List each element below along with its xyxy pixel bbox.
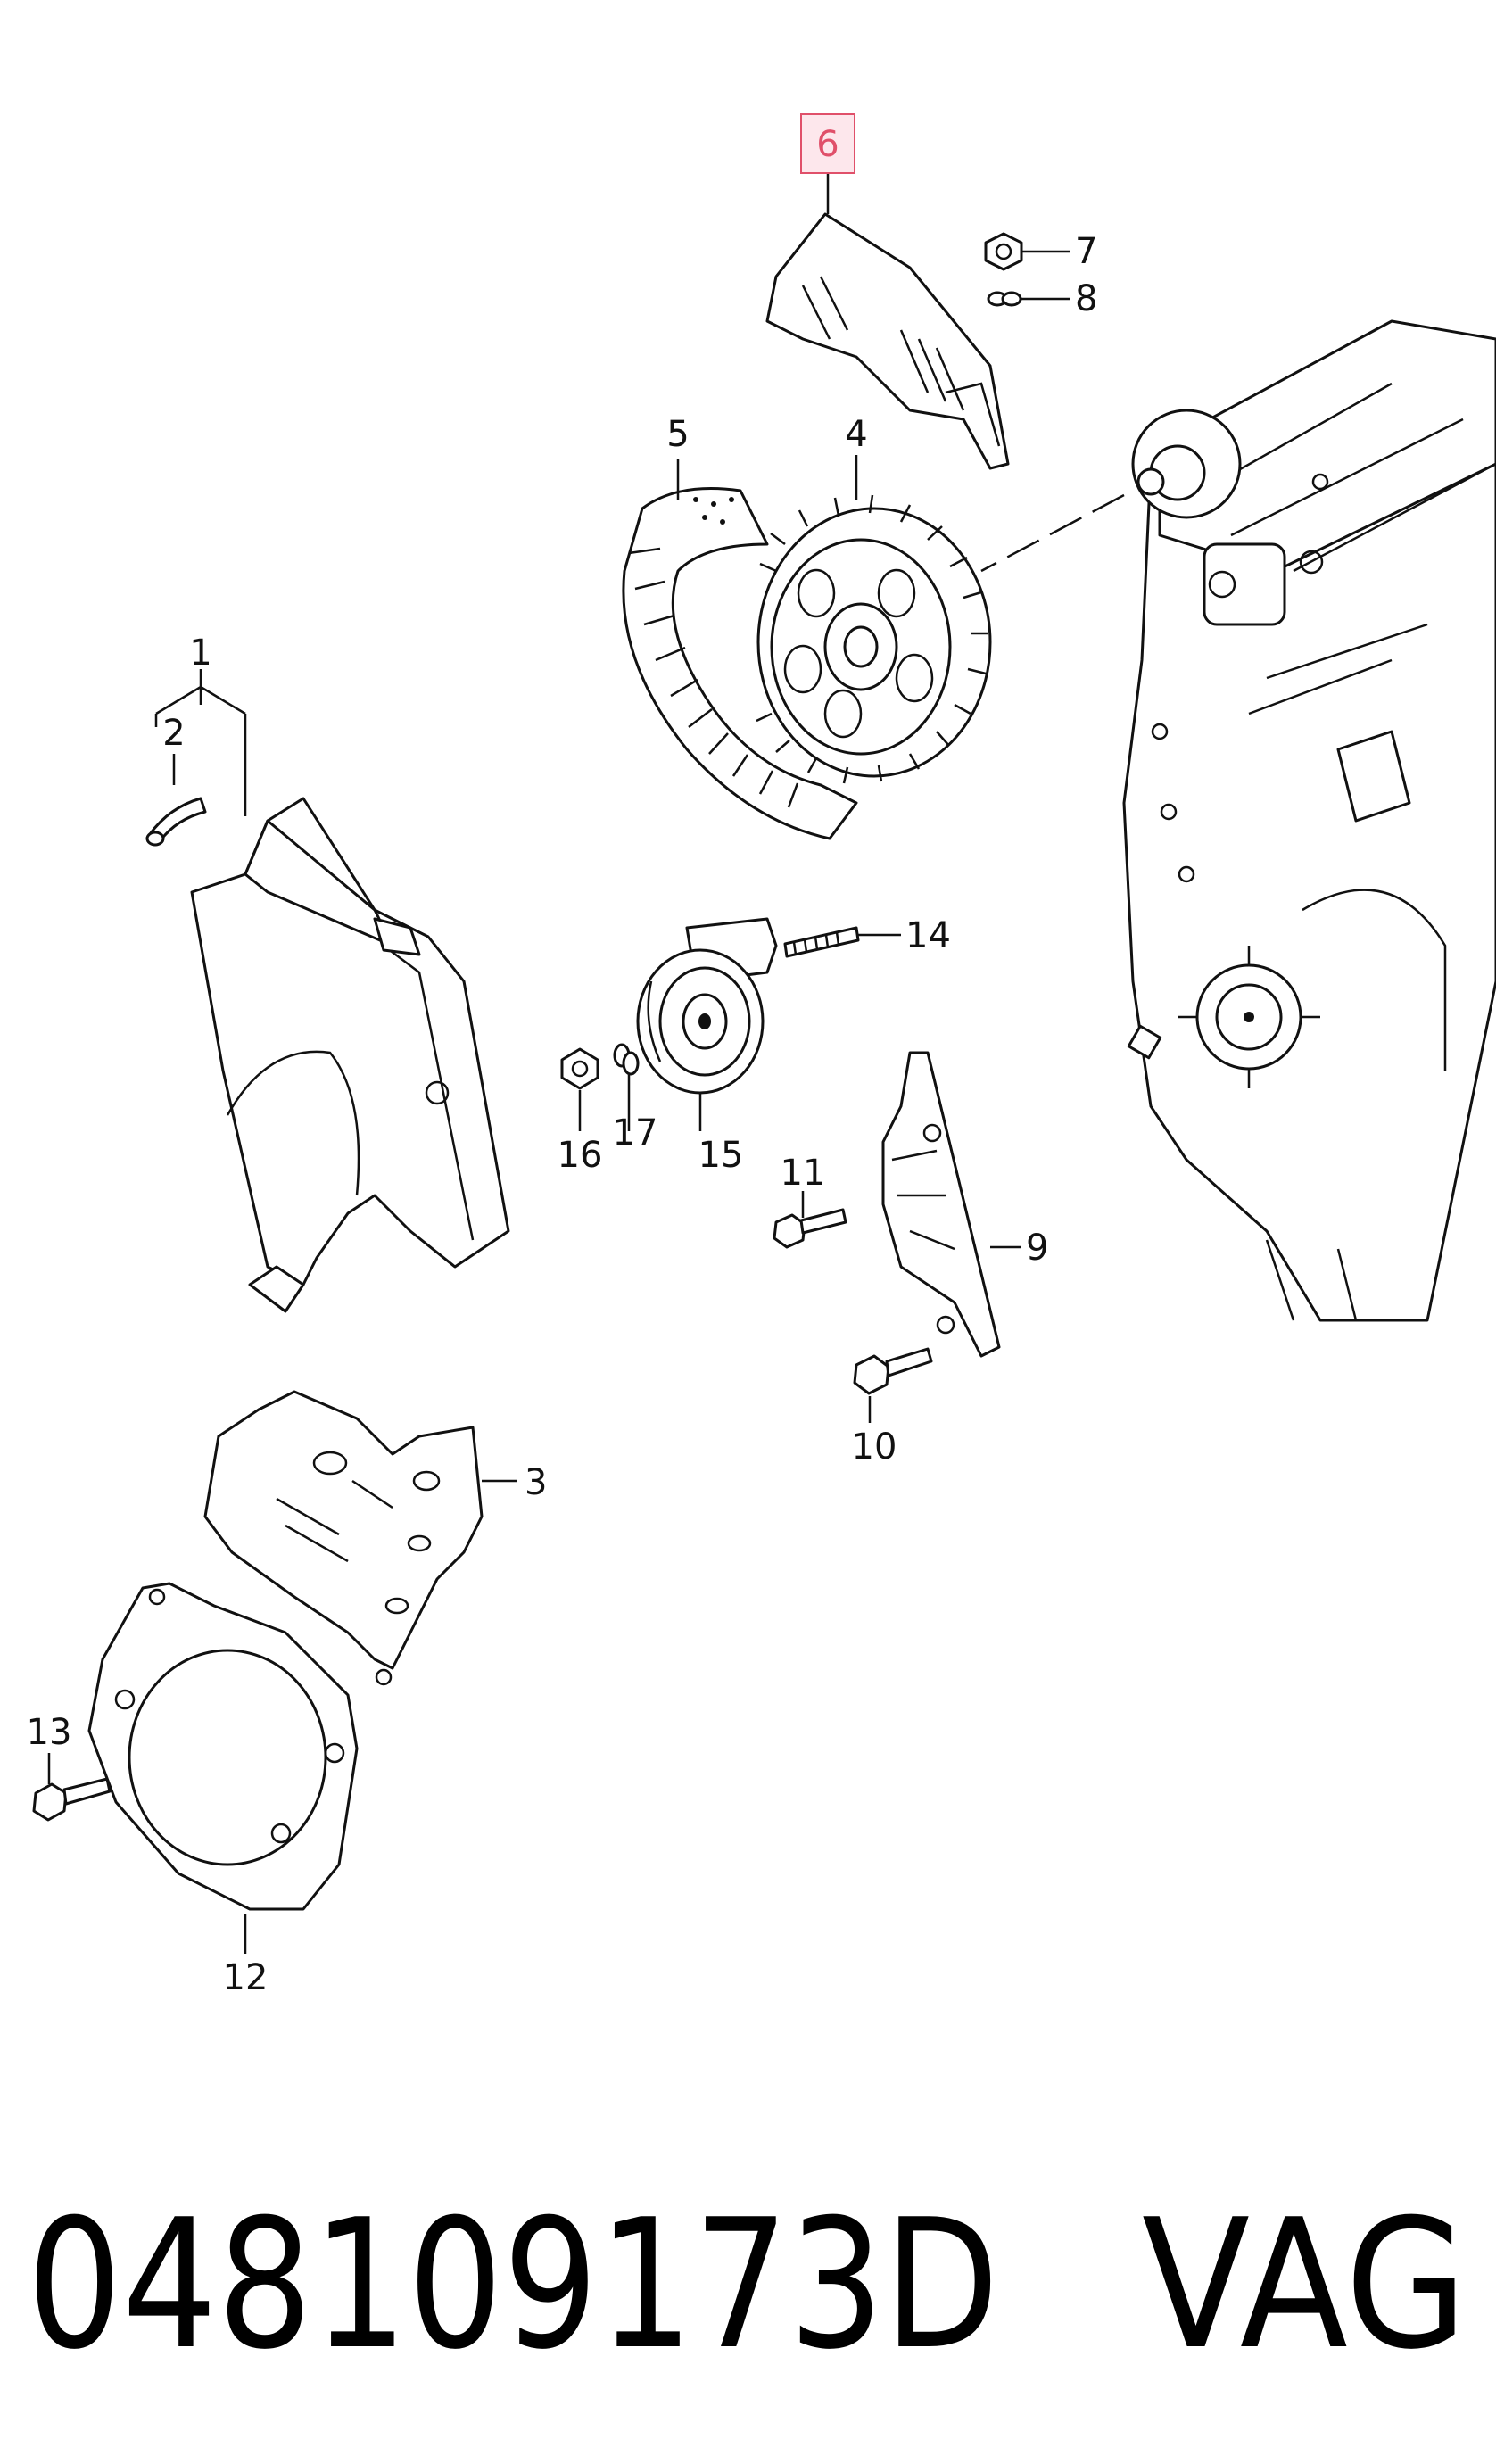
callout-4: 4 bbox=[845, 414, 867, 455]
bolt-part-10 bbox=[853, 1347, 933, 1395]
callout-6: 6 bbox=[816, 124, 839, 165]
callout-12: 12 bbox=[223, 1957, 269, 1998]
nut-part-7 bbox=[984, 232, 1023, 271]
bolt-part-11 bbox=[773, 1208, 847, 1249]
brand-label: VAG bbox=[1142, 2181, 1467, 2389]
rear-timing-belt-cover bbox=[765, 212, 1010, 470]
nut-part-16 bbox=[560, 1047, 599, 1090]
callout-3: 3 bbox=[525, 1462, 547, 1503]
callout-13: 13 bbox=[27, 1712, 72, 1753]
callout-9: 9 bbox=[1026, 1228, 1048, 1269]
callout-11: 11 bbox=[781, 1153, 826, 1194]
engine-block bbox=[1122, 319, 1496, 1322]
callout-15: 15 bbox=[698, 1135, 744, 1176]
leader-lines bbox=[47, 174, 1070, 1954]
lower-cover-part-3 bbox=[203, 1390, 484, 1686]
tensioner-pulley bbox=[636, 917, 778, 1095]
toothed-belt bbox=[622, 487, 858, 840]
callout-5: 5 bbox=[666, 414, 689, 455]
callout-1: 1 bbox=[189, 633, 211, 674]
callout-8: 8 bbox=[1075, 278, 1097, 319]
camshaft-sprocket bbox=[756, 494, 992, 784]
callout-2: 2 bbox=[162, 713, 185, 754]
callout-7: 7 bbox=[1075, 231, 1097, 272]
callout-16: 16 bbox=[558, 1135, 603, 1176]
callout-labels: 6 7 8 4 5 1 2 14 16 17 15 11 9 10 3 13 1… bbox=[27, 113, 1097, 1998]
bolt-part-13 bbox=[32, 1777, 112, 1822]
upper-timing-belt-cover bbox=[190, 797, 510, 1313]
part-number: 048109173D bbox=[27, 2181, 999, 2389]
stud-part-14 bbox=[783, 926, 860, 958]
callout-14: 14 bbox=[905, 915, 951, 956]
side-cover-part-9 bbox=[881, 1051, 1001, 1358]
callout-17: 17 bbox=[613, 1112, 658, 1153]
washer-part-8 bbox=[987, 291, 1022, 307]
callout-10: 10 bbox=[852, 1426, 897, 1468]
washer-part-17 bbox=[613, 1043, 640, 1076]
clip-part-2 bbox=[145, 797, 207, 847]
callout-6-highlight bbox=[800, 113, 855, 174]
backplate-part-12 bbox=[87, 1582, 359, 1911]
axis-line bbox=[980, 493, 1125, 573]
